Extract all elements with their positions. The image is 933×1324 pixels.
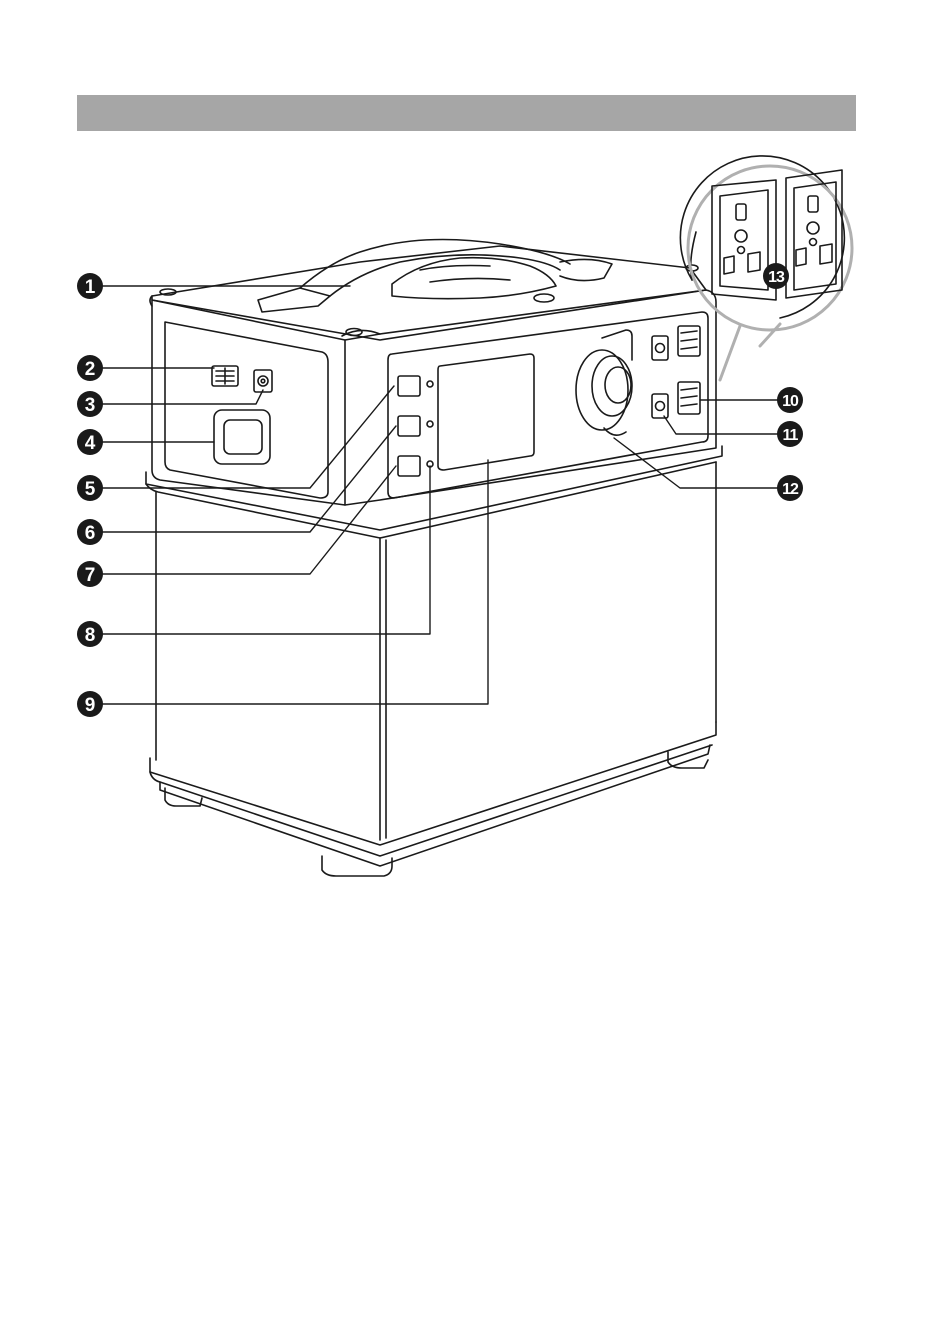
callout-1-label: 1 — [85, 277, 96, 298]
leader-5 — [90, 386, 394, 488]
callout-5: 5 — [77, 475, 103, 501]
anderson-port — [212, 366, 238, 386]
callout-12: 12 — [777, 475, 803, 501]
callout-11: 11 — [777, 421, 803, 447]
callout-1: 1 — [77, 273, 103, 299]
dc-output-ports — [652, 336, 668, 418]
leader-8 — [90, 466, 430, 634]
callout-6-label: 6 — [85, 523, 96, 544]
leader-3 — [90, 390, 263, 404]
callout-13-label: 13 — [768, 269, 785, 286]
callout-7: 7 — [77, 561, 103, 587]
function-buttons — [398, 376, 433, 476]
callout-2-label: 2 — [85, 359, 96, 380]
callout-3-label: 3 — [85, 395, 96, 416]
callout-9-label: 9 — [85, 695, 96, 716]
callout-3: 3 — [77, 391, 103, 417]
callout-8: 8 — [77, 621, 103, 647]
callout-12-label: 12 — [782, 481, 799, 498]
callout-5-label: 5 — [85, 479, 96, 500]
callout-11-label: 11 — [783, 427, 799, 444]
lcd-screen — [438, 354, 534, 470]
dc-input-port — [254, 370, 272, 392]
callout-7-label: 7 — [85, 565, 96, 586]
callout-6: 6 — [77, 519, 103, 545]
callout-13: 13 — [763, 263, 789, 289]
callout-2: 2 — [77, 355, 103, 381]
callout-8-label: 8 — [85, 625, 96, 646]
callout-9: 9 — [77, 691, 103, 717]
callout-4: 4 — [77, 429, 103, 455]
power-switch — [214, 410, 270, 464]
callout-10-label: 10 — [782, 393, 799, 410]
car-socket — [576, 330, 632, 435]
leader-12 — [614, 438, 790, 488]
callout-4-label: 4 — [85, 433, 96, 454]
device-body — [146, 246, 722, 876]
usb-ports — [678, 326, 700, 414]
callout-10: 10 — [777, 387, 803, 413]
leader-9 — [90, 460, 488, 704]
leader-11 — [664, 416, 790, 434]
